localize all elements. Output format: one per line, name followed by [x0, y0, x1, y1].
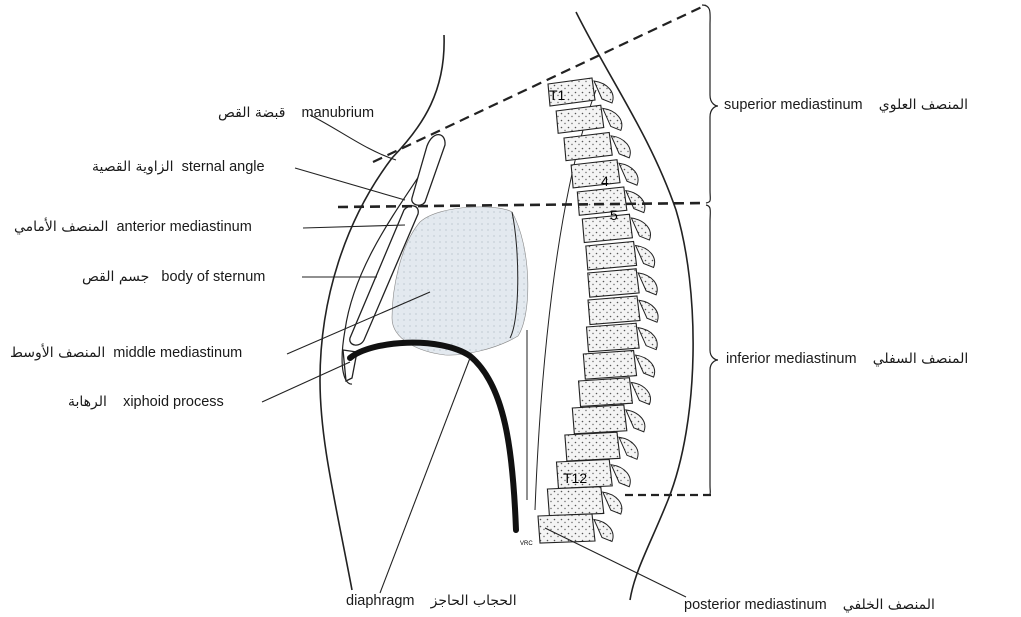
- vertebral-body: [571, 160, 620, 188]
- vertebral-body: [577, 187, 627, 215]
- vertebral-body: [588, 269, 639, 297]
- vertebral-body: [565, 432, 620, 461]
- label-superior-mediastinum-ar: المنصف العلوي: [879, 97, 968, 113]
- label-body-of-sternum: جسم القص body of sternum: [82, 268, 265, 286]
- vertebral-body: [564, 133, 612, 161]
- label-diaphragm-en: diaphragm: [346, 593, 415, 609]
- spinous-process: [626, 410, 645, 432]
- vertebral-body: [583, 351, 636, 380]
- label-xiphoid-process: الرهابة xiphoid process: [68, 393, 224, 411]
- inferior-bracket: [706, 205, 718, 495]
- superior-bracket: [702, 5, 718, 203]
- label-posterior-mediastinum-ar: المنصف الخلفي: [843, 597, 935, 613]
- label-sternal-angle-en: sternal angle: [182, 159, 265, 175]
- vertebral-body: [587, 323, 640, 352]
- superior-boundary-dashed: [373, 5, 706, 162]
- label-xiphoid-process-en: xiphoid process: [123, 394, 224, 410]
- heart-region: [392, 207, 528, 355]
- vertebral-body: [572, 405, 627, 434]
- vertebral-body: [556, 105, 604, 133]
- vertebral-body: [582, 214, 632, 242]
- label-middle-mediastinum-ar: المنصف الأوسط: [10, 345, 105, 361]
- label-middle-mediastinum-en: middle mediastinum: [113, 345, 242, 361]
- label-superior-mediastinum: superior mediastinum المنصف العلوي: [724, 96, 968, 114]
- vertebra-label-4: 4: [601, 173, 609, 189]
- vertebral-body: [588, 296, 640, 325]
- label-diaphragm: diaphragm الحجاب الحاجز: [346, 592, 517, 610]
- spinous-process: [636, 355, 655, 377]
- vertebra-label-t12: T12: [563, 470, 587, 486]
- vertebral-body: [547, 487, 603, 516]
- spinous-process: [631, 218, 650, 240]
- vertebra-label-t1: T1: [549, 87, 566, 103]
- artist-signature: VRC: [520, 541, 533, 547]
- label-superior-mediastinum-en: superior mediastinum: [724, 97, 863, 113]
- label-body-of-sternum-en: body of sternum: [161, 269, 265, 285]
- label-body-of-sternum-ar: جسم القص: [82, 269, 149, 285]
- manubrium-bone: [412, 135, 445, 206]
- spinous-process: [611, 136, 630, 158]
- label-anterior-mediastinum: المنصف الأمامي anterior mediastinum: [14, 218, 252, 236]
- spinous-process: [639, 300, 658, 322]
- label-sternal-angle: الزاوية القصية sternal angle: [92, 158, 265, 176]
- spinous-process: [619, 437, 638, 459]
- label-posterior-mediastinum-en: posterior mediastinum: [684, 597, 827, 613]
- label-posterior-mediastinum: posterior mediastinum المنصف الخلفي: [684, 596, 935, 614]
- spinous-process: [603, 108, 622, 130]
- spinous-process: [626, 191, 645, 213]
- label-diaphragm-ar: الحجاب الحاجز: [431, 593, 517, 609]
- spinous-process: [603, 492, 622, 514]
- label-middle-mediastinum: المنصف الأوسط middle mediastinum: [10, 344, 242, 362]
- vertebral-column: [538, 78, 658, 543]
- spinous-process: [594, 520, 613, 542]
- vertebra-label-5: 5: [610, 207, 618, 223]
- label-sternal-angle-ar: الزاوية القصية: [92, 159, 174, 175]
- spinous-process: [619, 163, 638, 185]
- spinous-process: [638, 328, 657, 350]
- label-inferior-mediastinum: inferior mediastinum المنصف السفلي: [726, 350, 968, 368]
- spinous-process: [638, 273, 657, 295]
- vertebral-body: [586, 242, 637, 270]
- label-anterior-mediastinum-ar: المنصف الأمامي: [14, 219, 108, 235]
- spinous-process: [594, 81, 613, 103]
- vertebral-body: [579, 378, 633, 407]
- label-inferior-mediastinum-ar: المنصف السفلي: [873, 351, 969, 367]
- label-inferior-mediastinum-en: inferior mediastinum: [726, 351, 857, 367]
- label-manubrium-en: manubrium: [302, 105, 375, 121]
- sternal-angle-plane-dashed: [338, 203, 706, 207]
- label-anterior-mediastinum-en: anterior mediastinum: [116, 219, 251, 235]
- diaphragm-line: [350, 343, 516, 530]
- label-manubrium: قبضة القص manubrium: [218, 104, 374, 122]
- spinous-process: [636, 245, 655, 267]
- spinous-process: [631, 382, 650, 404]
- spinous-process: [611, 465, 630, 487]
- label-manubrium-ar: قبضة القص: [218, 105, 285, 121]
- label-xiphoid-process-ar: الرهابة: [68, 394, 107, 410]
